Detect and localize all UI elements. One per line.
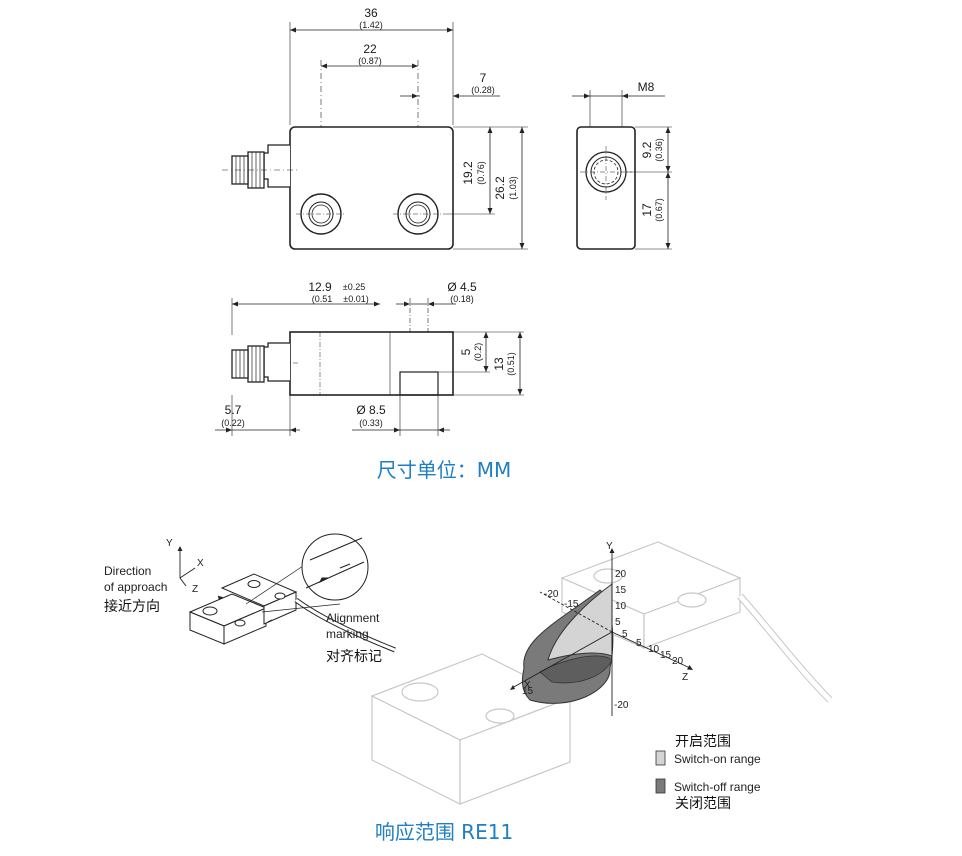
end-view [572,90,672,250]
legend-on-swatch [655,750,666,766]
legend-off-cn: 关闭范围 [675,795,731,812]
z-tick-15: 15 [660,650,672,661]
dim-hole-height-in: (0.76) [476,161,486,185]
axis-z-label: Z [192,584,198,595]
alignment-magnifier [245,533,369,613]
dim-edge-offset-in: (0.28) [471,85,495,95]
dim-end-height-in: (0.67) [654,198,664,222]
dim-counterbore-in: (0.33) [359,418,383,428]
dim-length: 12.9 [308,280,332,294]
x-tick-neg20: -20 [544,589,559,600]
dim-width: 36 [364,6,378,20]
dim-edge-offset: 7 [480,71,487,85]
range-axis-x: X [524,680,531,691]
dim-counterbore: Ø 8.5 [356,403,386,417]
dim-height-in: (1.03) [508,176,518,200]
mini-sensor-pair [188,573,396,653]
z-tick-5: 5 [636,638,642,649]
y-tick-5a: 5 [615,617,621,628]
dim-end-height: 17 [640,203,654,217]
dim-width-in: (1.42) [359,20,383,30]
ghost-sensor-front [370,653,572,805]
legend [655,750,666,794]
y-tick-20: 20 [615,569,627,580]
y-tick-15: 15 [615,585,627,596]
axis-x-label: X [197,558,204,569]
dim-hole-dia-in: (0.18) [450,294,474,304]
dim-hole-height: 19.2 [461,161,475,185]
dim-height: 26.2 [493,176,507,200]
dim-thread-center: 9.2 [640,141,654,158]
side-view [215,298,524,436]
alignment-label-1: Alignment [326,611,380,625]
alignment-label-cn: 对齐标记 [326,649,382,665]
range-axis-z: Z [682,672,688,683]
y-tick-neg20: -20 [614,700,629,711]
approach-axes [177,546,233,605]
dim-connector-in: (0.22) [221,418,245,428]
dim-thread-center-in: (0.36) [654,138,664,162]
legend-on-en: Switch-on range [674,752,761,766]
dim-hole-spacing: 22 [363,42,377,56]
z-tick-10: 10 [648,644,660,655]
dim-hole-spacing-in: (0.87) [358,56,382,66]
legend-on-cn: 开启范围 [675,733,731,750]
range-axes [510,548,693,716]
direction-label-1: Direction [104,564,151,578]
dimension-caption: 尺寸单位：MM [377,458,512,482]
direction-label-2: of approach [104,580,167,594]
dim-hole-dia: Ø 4.5 [447,280,477,294]
y-tick-10: 10 [615,601,627,612]
legend-off-en: Switch-off range [674,780,761,794]
dim-length-in-tol: ±0.01) [343,294,368,304]
dim-length-in: (0.51 [312,294,333,304]
top-view [222,22,528,250]
dim-thickness-in: (0.51) [506,352,516,376]
y-tick-5b: 5 [622,629,628,640]
response-caption: 响应范围 RE11 [375,820,513,844]
legend-off-swatch [655,778,666,794]
z-tick-20: 20 [672,656,684,667]
x-tick-15: 15 [522,686,534,697]
direction-label-cn: 接近方向 [104,598,160,615]
dim-connector: 5.7 [225,403,242,417]
axis-y-label: Y [166,538,173,549]
dim-thickness: 13 [492,357,506,371]
dim-length-tol: ±0.25 [343,282,365,292]
dim-thread: M8 [638,80,655,94]
alignment-label-2: marking [326,627,369,641]
x-tick-neg15: -15 [564,599,579,610]
dim-depth: 5 [459,348,473,355]
dim-depth-in: (0.2) [473,343,483,362]
range-axis-y: Y [606,541,613,552]
